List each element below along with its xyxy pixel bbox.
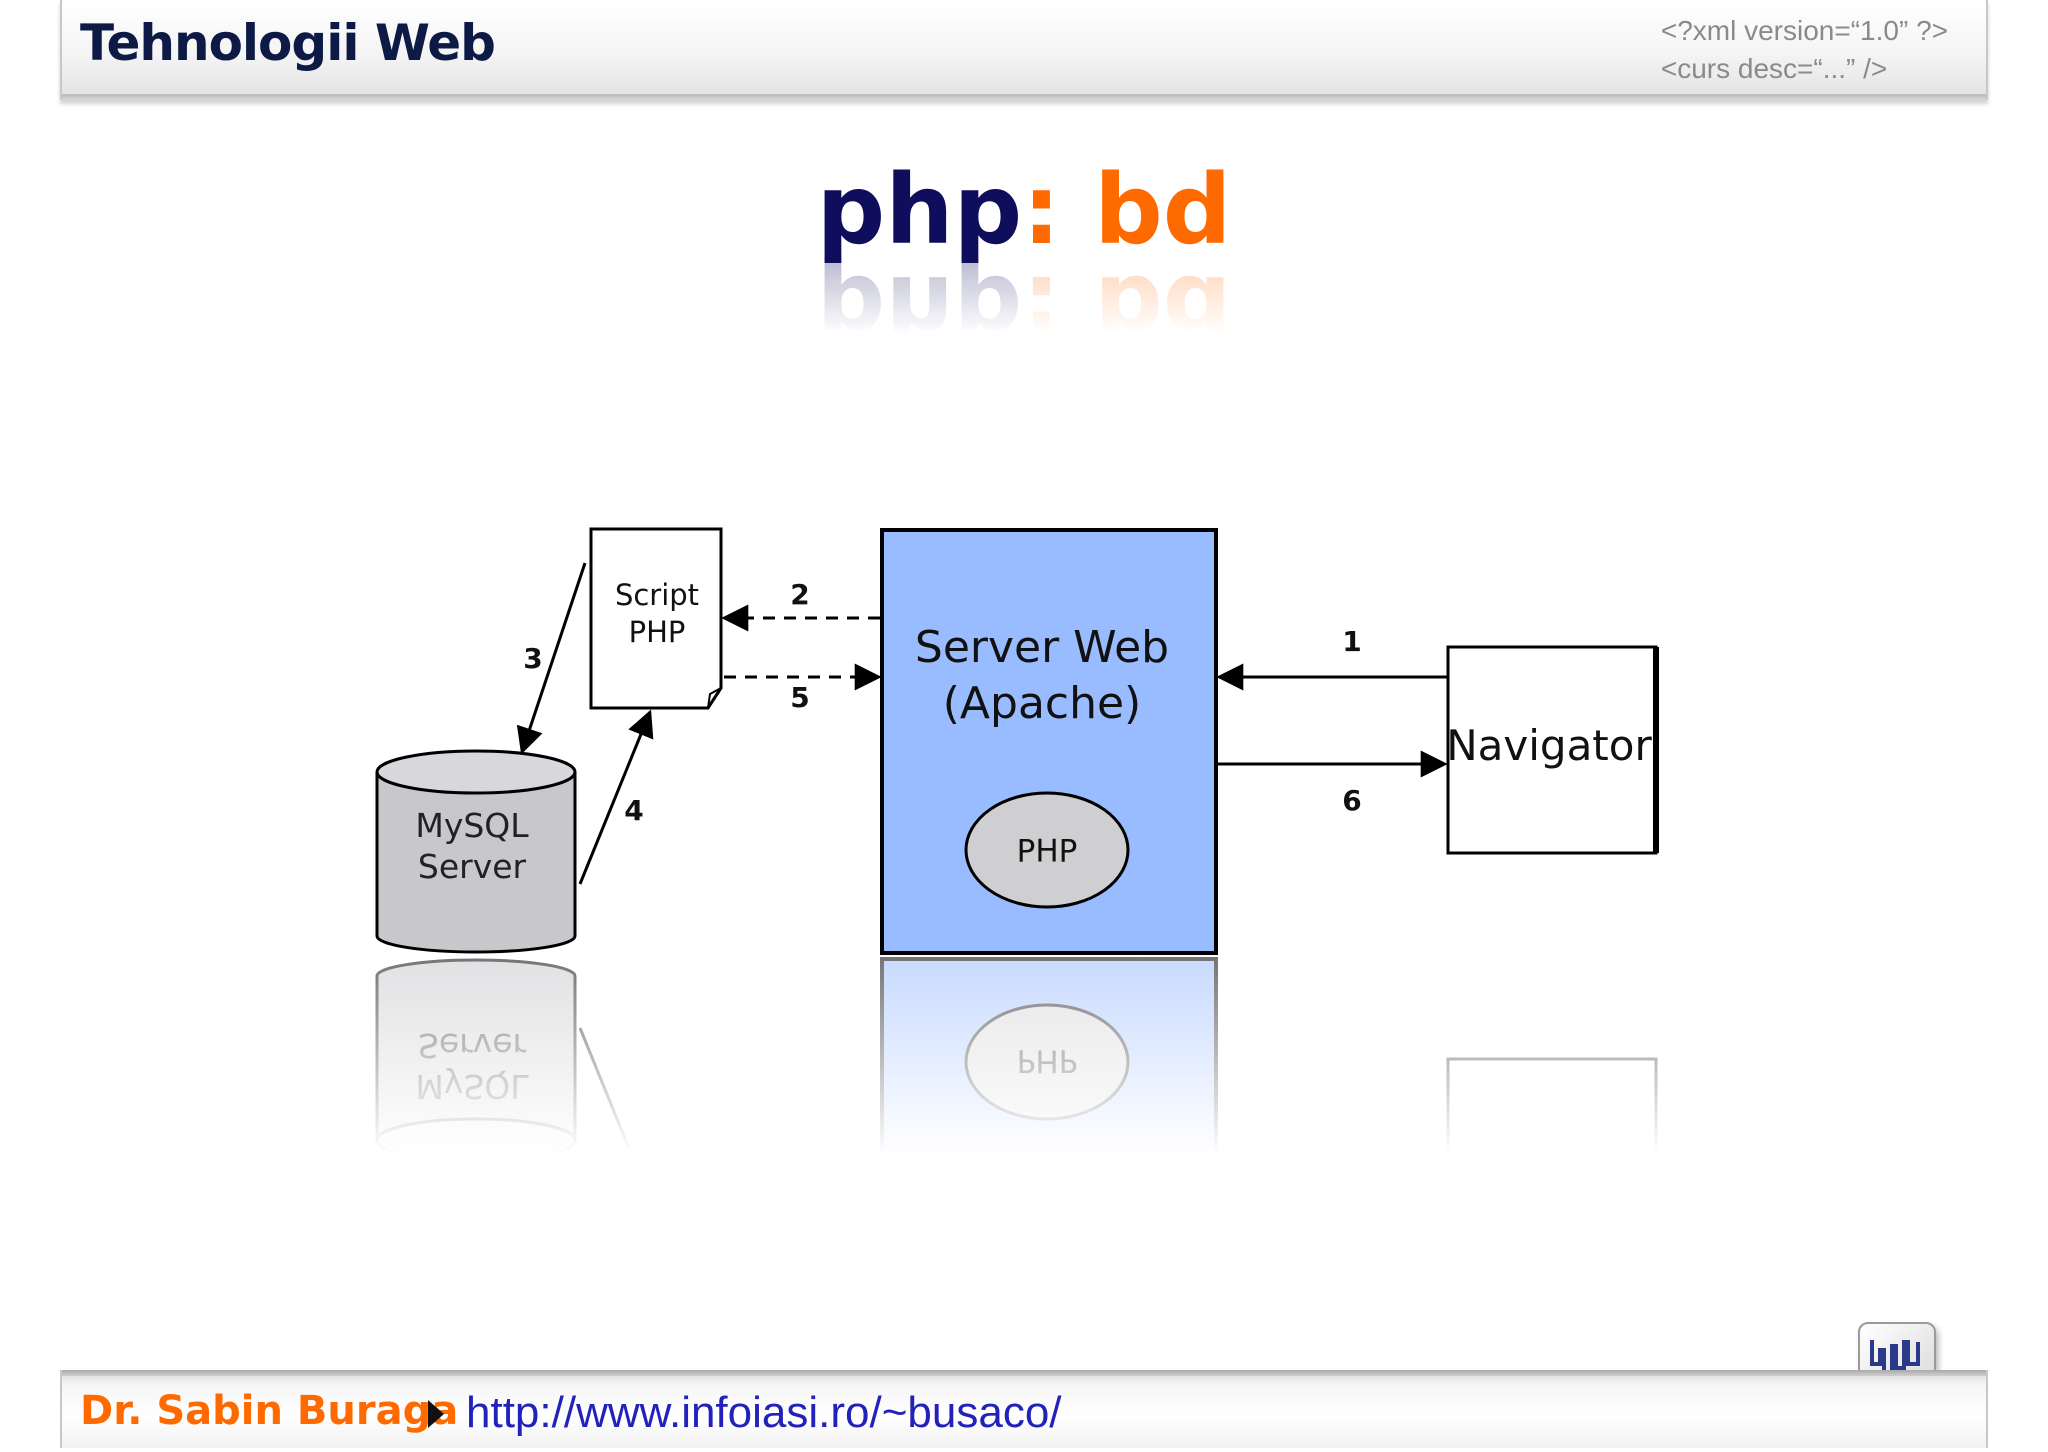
- svg-text:Server: Server: [418, 1026, 527, 1065]
- diagram-reflection: Server MySQL PHP: [375, 957, 1658, 1384]
- title-php: php: [816, 154, 1023, 266]
- navigator-box: [1446, 645, 1658, 855]
- mysql-server-node: MySQL Server: [375, 749, 577, 954]
- mysql-label-2: Server: [418, 847, 527, 886]
- step-label-2: 2: [790, 578, 809, 611]
- mysql-label-1: MySQL: [415, 806, 529, 845]
- arrow-step-3: [516, 562, 587, 755]
- step-labels: 1 2 3 4 5 6: [523, 578, 1361, 827]
- script-php-node: Script PHP: [589, 527, 723, 710]
- server-web-label-1: Server Web: [915, 622, 1169, 673]
- course-description: <curs desc=“...” />: [1660, 53, 1888, 84]
- slide-title: php: bd: [0, 150, 2048, 270]
- arrow-step-4: [578, 709, 654, 885]
- database-cylinder-icon: [375, 772, 577, 954]
- flow-arrows: [516, 562, 1448, 885]
- author-name: Dr. Sabin Buraga: [80, 1388, 459, 1434]
- server-web-label-2: (Apache): [943, 678, 1141, 729]
- navigator-node: Navigator: [1446, 645, 1659, 855]
- course-title: Tehnologii Web: [80, 14, 496, 72]
- script-php-document-icon: [589, 527, 723, 710]
- step-label-5: 5: [790, 681, 809, 714]
- svg-text:PHP: PHP: [1017, 1043, 1078, 1079]
- slide-footer: Dr. Sabin Buraga http://www.infoiasi.ro/…: [60, 1370, 1988, 1448]
- navigator-label: Navigator: [1446, 721, 1652, 770]
- script-php-label-1: Script: [615, 578, 699, 612]
- step-label-4: 4: [624, 794, 643, 827]
- php-module-ellipse: [964, 791, 1130, 909]
- slide-header: Tehnologii Web <?xml version=“1.0” ?> <c…: [60, 0, 1988, 100]
- script-php-label-2: PHP: [629, 615, 686, 649]
- arrow-right-icon: [428, 1400, 444, 1428]
- step-label-3: 3: [523, 642, 542, 675]
- step-label-1: 1: [1342, 625, 1361, 658]
- title-colon: :: [1022, 154, 1061, 266]
- server-web-node: Server Web (Apache) PHP: [880, 528, 1218, 955]
- php-module-label: PHP: [1017, 834, 1078, 870]
- xml-declaration: <?xml version=“1.0” ?>: [1660, 15, 1948, 46]
- homepage-link[interactable]: http://www.infoiasi.ro/~busaco/: [466, 1388, 1062, 1437]
- step-label-6: 6: [1342, 784, 1361, 817]
- title-bd: bd: [1060, 154, 1232, 266]
- xml-meta: <?xml version=“1.0” ?> <curs desc=“...” …: [1661, 12, 1948, 88]
- svg-text:MySQL: MySQL: [415, 1067, 529, 1106]
